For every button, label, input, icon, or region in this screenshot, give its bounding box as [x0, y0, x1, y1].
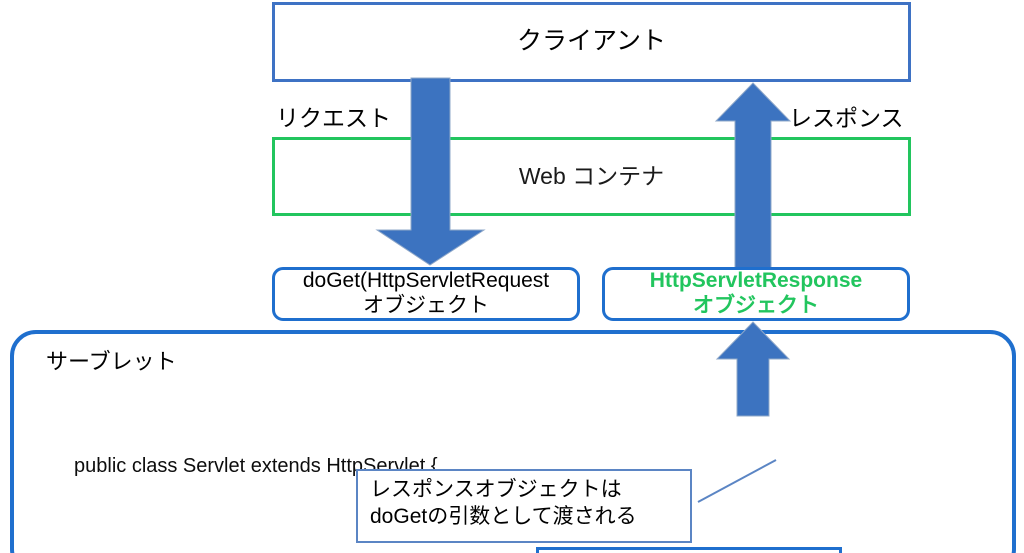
request-object-box-line2: オブジェクト	[363, 294, 489, 317]
callout-line2: doGetの引数として渡される	[370, 504, 637, 528]
response-object-box-line1: HttpServletResponse	[649, 269, 863, 293]
client-box-label: クライアント	[516, 27, 666, 56]
callout-note: レスポンスオブジェクトは doGetの引数として渡される	[356, 469, 692, 543]
code-line-1: public class Servlet extends HttpServlet…	[74, 454, 438, 477]
request-object-box-line1: doGet(HttpServletRequest	[302, 269, 550, 293]
client-box: クライアント	[272, 2, 911, 82]
callout-line1: レスポンスオブジェクトは	[370, 478, 622, 501]
web-container-box-label: Web コンテナ	[518, 162, 665, 189]
callout-leader-line	[697, 459, 777, 503]
servlet-panel-title: サーブレット	[46, 349, 177, 374]
response-param-highlight: HttpServletResponse response	[536, 546, 843, 553]
response-object-box-line2: オブジェクト	[693, 294, 819, 317]
code-line-2: protected void doGet(HttpServletRequest …	[74, 546, 863, 553]
request-label: リクエスト	[276, 105, 391, 131]
response-object-box: HttpServletResponse オブジェクト	[602, 267, 910, 321]
servlet-code-block: public class Servlet extends HttpServlet…	[74, 385, 863, 553]
web-container-box: Web コンテナ	[272, 137, 911, 216]
response-label: レスポンス	[789, 105, 904, 131]
request-object-box: doGet(HttpServletRequest オブジェクト	[272, 267, 580, 321]
